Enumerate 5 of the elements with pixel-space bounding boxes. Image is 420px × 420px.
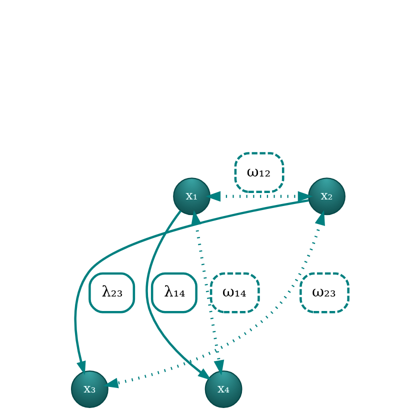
edge-label: λ₁₄ <box>163 284 185 301</box>
edge-label: ω₁₄ <box>222 284 246 301</box>
edge-label: λ₂₃ <box>101 284 122 301</box>
edge-label: ω₁₂ <box>246 163 270 180</box>
edge-label: ω₂₃ <box>312 284 336 301</box>
